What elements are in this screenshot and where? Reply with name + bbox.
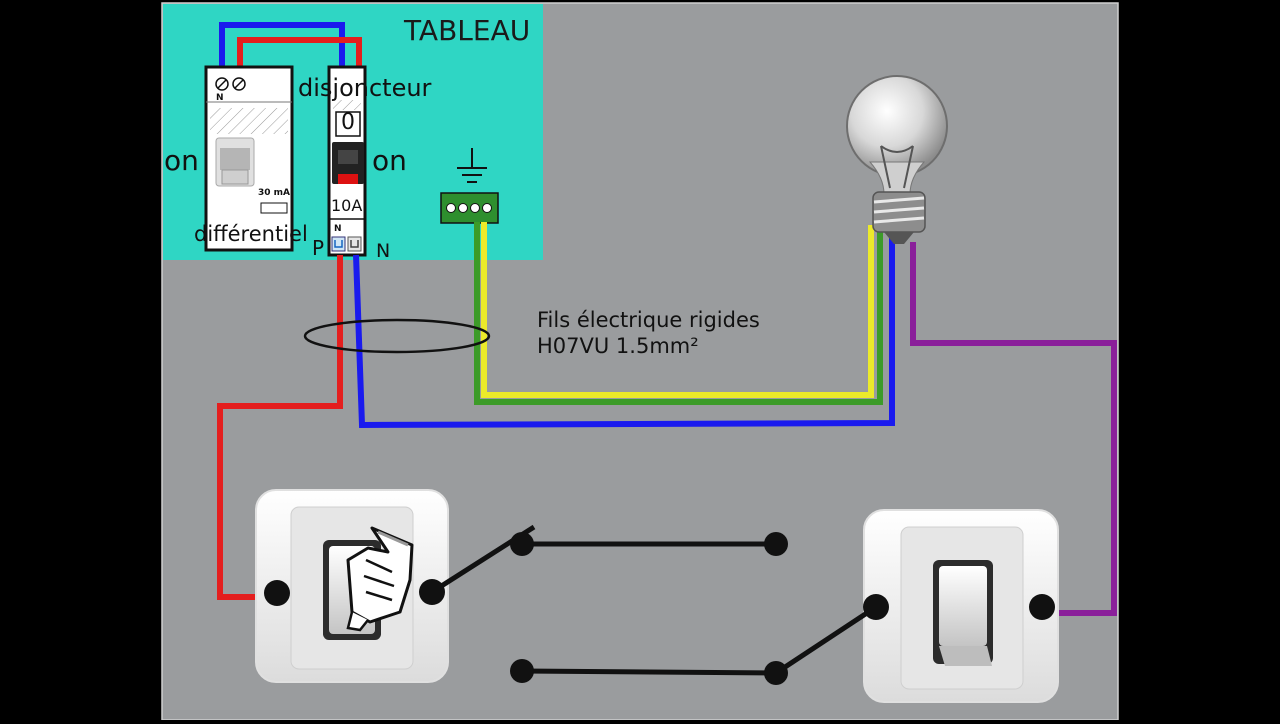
earth-wire-green xyxy=(474,222,883,405)
neutral-wire xyxy=(353,238,895,429)
differential-rating: 30 mA xyxy=(258,188,291,198)
earth-wire-yellow xyxy=(481,222,874,398)
ground-icon xyxy=(457,148,487,183)
earth-terminal-block xyxy=(440,192,499,224)
light-bulb-icon xyxy=(846,75,948,244)
phase-wire xyxy=(217,255,343,600)
differential-terminal-n: N xyxy=(216,93,224,103)
bus-phase-wire xyxy=(237,37,362,70)
cable-bundle-marker xyxy=(303,318,491,354)
bus-neutral-wire xyxy=(219,22,345,70)
differential-label: différentiel xyxy=(194,222,308,246)
return-wire xyxy=(910,242,1117,616)
breaker-pole-n-label: N xyxy=(376,240,391,262)
switch-right[interactable] xyxy=(863,509,1059,703)
breaker-module xyxy=(327,65,367,257)
breaker-terminal-n: N xyxy=(334,224,342,234)
hand-pointer-icon xyxy=(346,526,414,632)
differential-state-label: on xyxy=(164,144,199,177)
breaker-label: disjoncteur xyxy=(298,74,432,102)
breaker-display-value: 0 xyxy=(341,110,355,135)
breaker-state-label: on xyxy=(372,144,407,177)
cable-note-line2: H07VU 1.5mm² xyxy=(537,334,699,358)
cable-note-line1: Fils électrique rigides xyxy=(537,308,760,332)
breaker-rating: 10A xyxy=(331,196,363,215)
breaker-pole-p-label: P xyxy=(312,236,325,260)
switch-terminals xyxy=(264,532,1055,685)
panel-title: TABLEAU xyxy=(404,14,531,47)
differential-module xyxy=(204,65,294,252)
